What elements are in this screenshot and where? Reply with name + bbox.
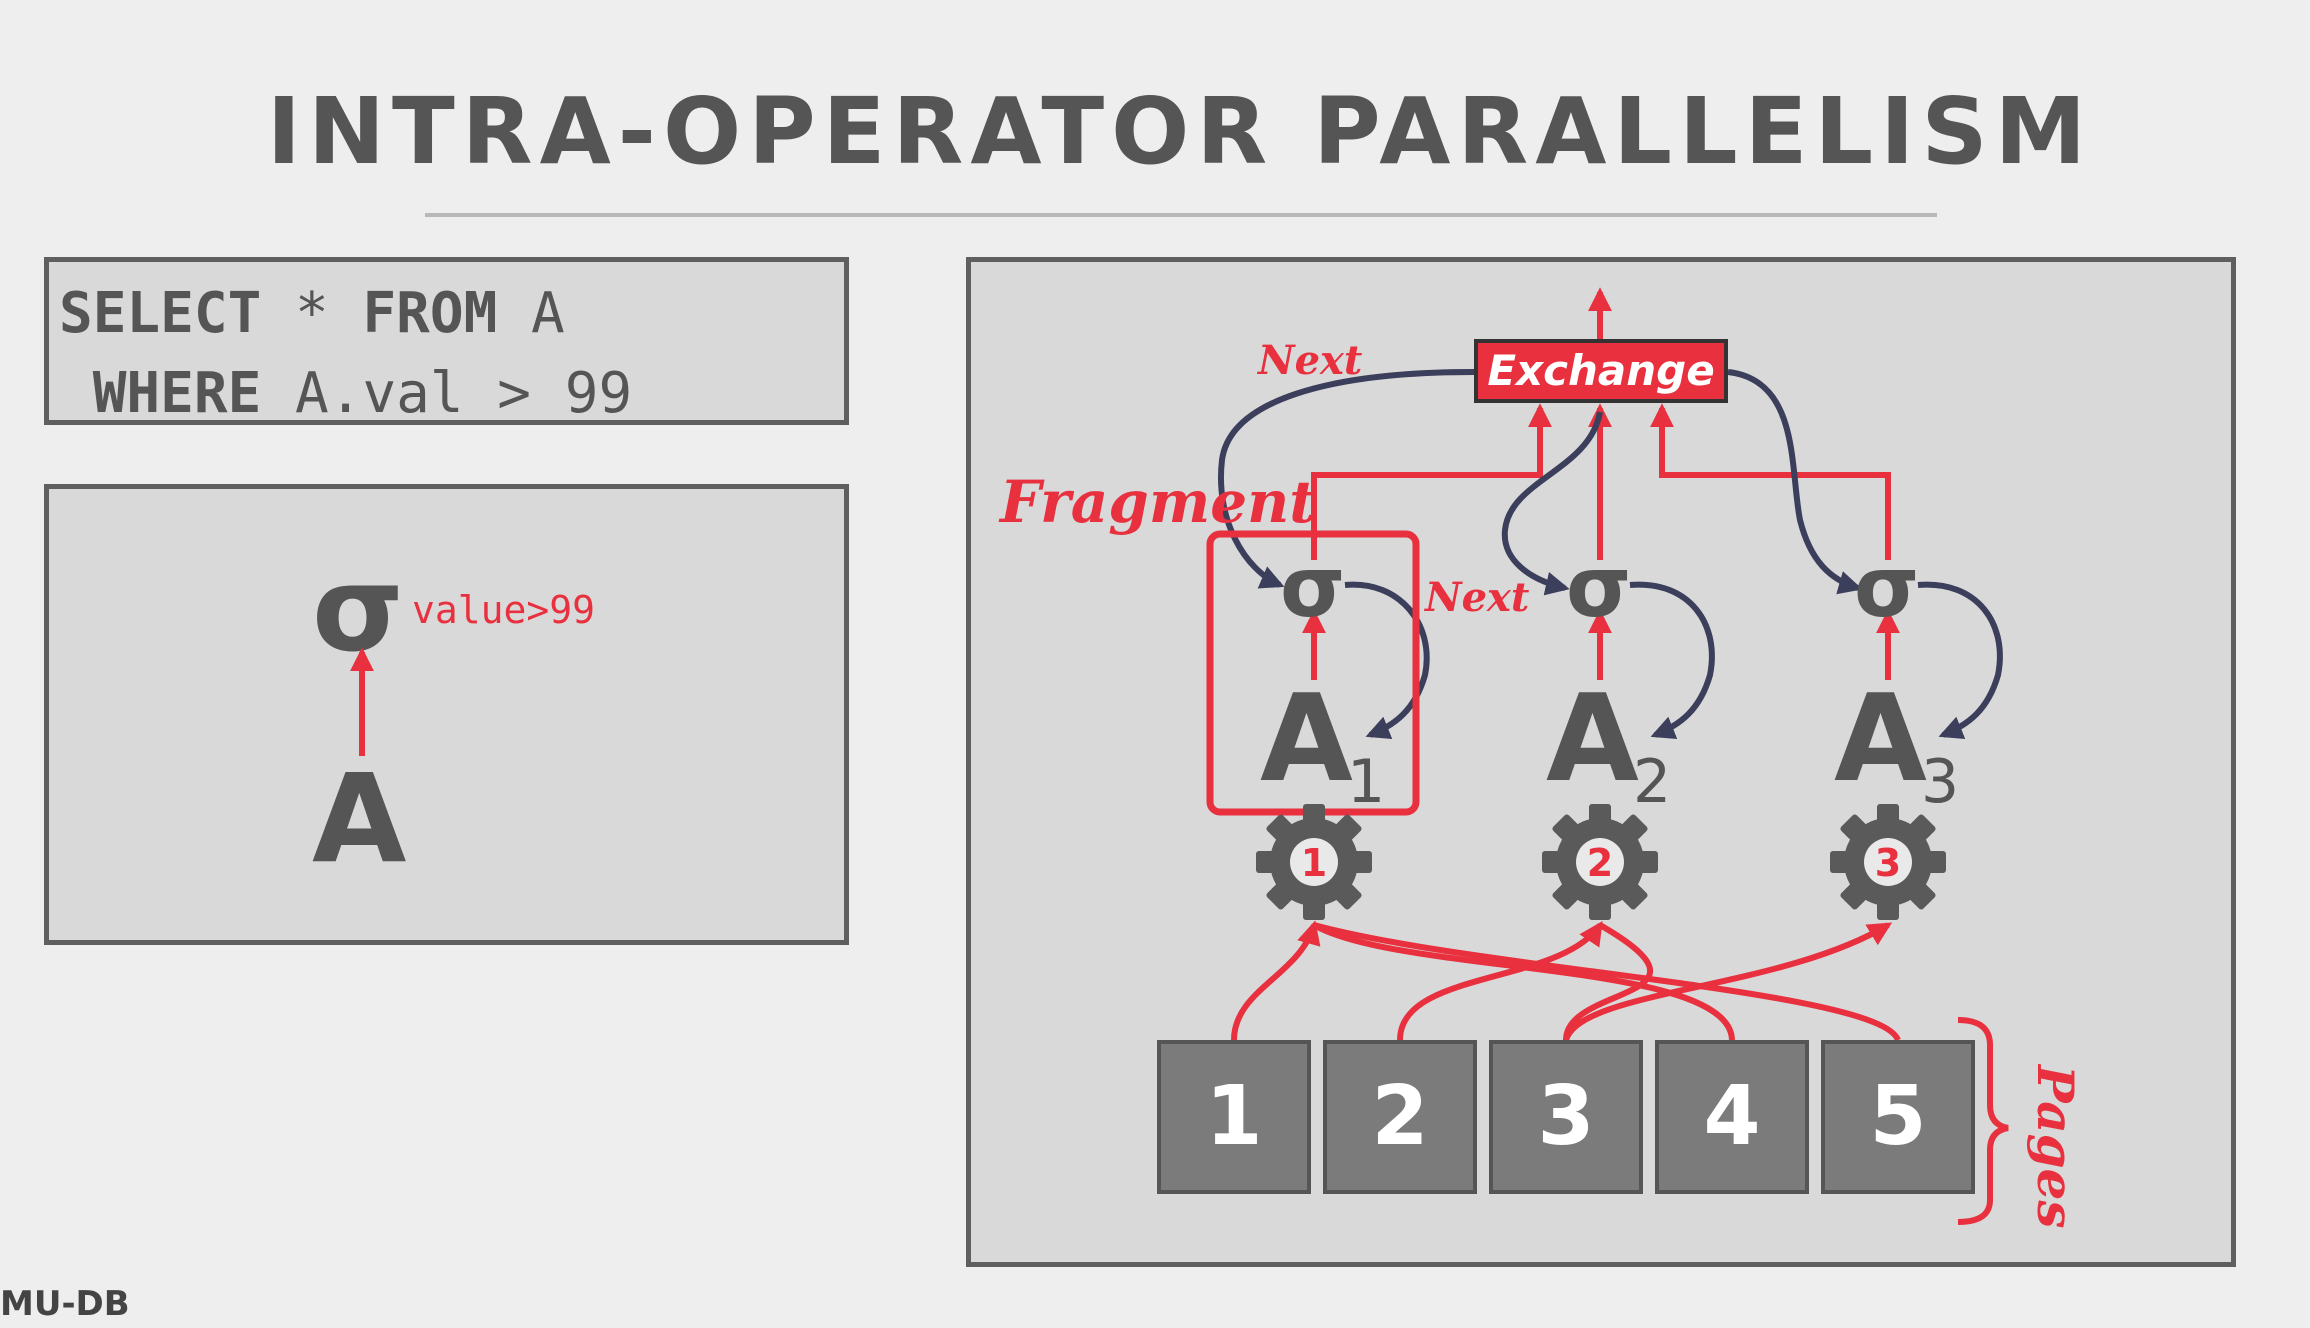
worker3-subscript: 3 xyxy=(1921,747,1960,817)
exchange-next-sigma3 xyxy=(1727,369,1863,595)
sql-keyword-select: SELECT xyxy=(59,281,262,346)
sigma3-next-a3 xyxy=(1917,581,2003,740)
gear2-number: 2 xyxy=(1587,841,1613,885)
exchange-next-sigma1 xyxy=(1218,369,1475,589)
page-2: 2 xyxy=(1323,1040,1477,1194)
next-label-top: Next xyxy=(1258,337,1363,384)
sql-query-panel: SELECT * FROM A WHERE A.val > 99 xyxy=(44,257,849,426)
gear1-number: 1 xyxy=(1301,841,1327,885)
sigma1-to-exchange xyxy=(1311,403,1552,560)
sql-star: * xyxy=(261,281,363,346)
slide-title: INTRA-OPERATOR PARALLELISM xyxy=(266,78,2094,185)
worker1-subscript: 1 xyxy=(1347,747,1386,817)
page1-to-gear1 xyxy=(1231,920,1321,1041)
plan-predicate: value>99 xyxy=(412,588,596,632)
next-label-mid: Next xyxy=(1425,574,1530,621)
query-plan-panel xyxy=(44,484,849,945)
sql-table: A xyxy=(497,281,565,346)
sql-keyword-where: WHERE xyxy=(59,361,262,426)
sigma2-next-a2 xyxy=(1629,581,1715,740)
page-4: 4 xyxy=(1655,1040,1809,1194)
page2-to-gear2 xyxy=(1397,921,1603,1041)
worker1-table: A xyxy=(1260,670,1353,809)
pages-brace xyxy=(1957,1017,2009,1225)
sql-query: SELECT * FROM A WHERE A.val > 99 xyxy=(59,274,632,434)
exchange-next-sigma2 xyxy=(1501,411,1603,596)
sigma1-next-a1 xyxy=(1344,581,1430,740)
worker2-subscript: 2 xyxy=(1633,747,1672,817)
plan-table-a: A xyxy=(312,748,407,890)
page3-to-gear2 xyxy=(1563,922,1653,1041)
worker1-sigma: σ xyxy=(1280,538,1346,636)
worker3-table: A xyxy=(1834,670,1927,809)
footer-logo: MU-DB xyxy=(0,1284,130,1324)
sql-predicate: A.val > 99 xyxy=(261,361,633,426)
page4-to-gear1 xyxy=(1312,922,1735,1041)
gear3-number: 3 xyxy=(1875,841,1901,885)
pages-label: Pages xyxy=(2026,1065,2085,1229)
title-divider xyxy=(425,213,1937,217)
worker2-sigma: σ xyxy=(1566,538,1632,636)
worker2-table: A xyxy=(1546,670,1639,809)
page5-to-gear1 xyxy=(1313,922,1901,1042)
page-1: 1 xyxy=(1157,1040,1311,1194)
page-5: 5 xyxy=(1821,1040,1975,1194)
worker3-sigma: σ xyxy=(1854,538,1920,636)
page3-to-gear3 xyxy=(1563,922,1893,1042)
sigma3-to-exchange xyxy=(1650,403,1891,560)
exchange-operator: Exchange xyxy=(1474,339,1728,403)
fragment-label: Fragment xyxy=(1000,468,1317,536)
sql-keyword-from: FROM xyxy=(362,281,498,346)
page-3: 3 xyxy=(1489,1040,1643,1194)
